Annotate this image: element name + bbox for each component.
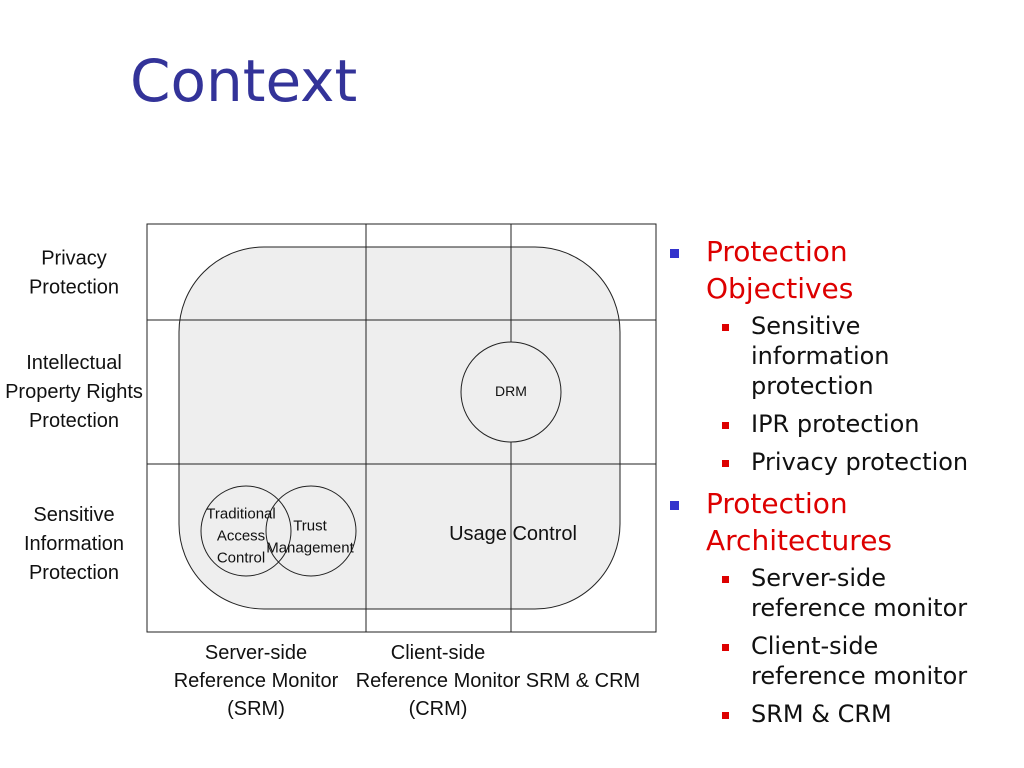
bullet-square-icon xyxy=(722,576,729,583)
bullet-label: Protection Objectives xyxy=(706,235,854,305)
bullet-list: Protection Objectives Sensitive informat… xyxy=(668,233,1018,737)
bullet-square-icon xyxy=(670,501,679,510)
bullet-square-icon xyxy=(722,324,729,331)
traditional-access-control-circle xyxy=(200,485,292,577)
sub-bullet-label: IPR protection xyxy=(751,410,920,438)
sub-bullet-label: SRM & CRM xyxy=(751,700,892,728)
sub-bullet: SRM & CRM xyxy=(668,699,1018,729)
sub-bullet-label: Client-side reference monitor xyxy=(751,632,968,690)
drm-circle xyxy=(460,341,562,443)
bullet-protection-architectures: Protection Architectures xyxy=(668,485,1018,559)
bullet-protection-objectives: Protection Objectives xyxy=(668,233,1018,307)
sub-bullet-label: Privacy protection xyxy=(751,448,969,476)
grid-frame xyxy=(146,223,657,633)
column-label-srm-crm: SRM & CRM xyxy=(526,670,640,692)
bullet-label: Protection Architectures xyxy=(706,487,893,557)
sub-bullet: Privacy protection xyxy=(668,447,1018,477)
sub-bullet: IPR protection xyxy=(668,409,1018,439)
bullet-square-icon xyxy=(670,249,679,258)
bullet-square-icon xyxy=(722,712,729,719)
sub-bullet-label: Server-side reference monitor xyxy=(751,564,968,622)
sub-bullet: Server-side reference monitor xyxy=(668,563,1018,623)
usage-control-label: Usage Control xyxy=(449,523,577,545)
drm-label: DRM xyxy=(495,383,527,399)
bullet-square-icon xyxy=(722,422,729,429)
slide-title: Context xyxy=(130,47,358,115)
bullet-square-icon xyxy=(722,460,729,467)
bullet-square-icon xyxy=(722,644,729,651)
sub-bullet-label: Sensitive information protection xyxy=(751,312,890,400)
sub-bullet: Sensitive information protection xyxy=(668,311,1018,401)
trust-management-circle xyxy=(265,485,357,577)
sub-bullet: Client-side reference monitor xyxy=(668,631,1018,691)
